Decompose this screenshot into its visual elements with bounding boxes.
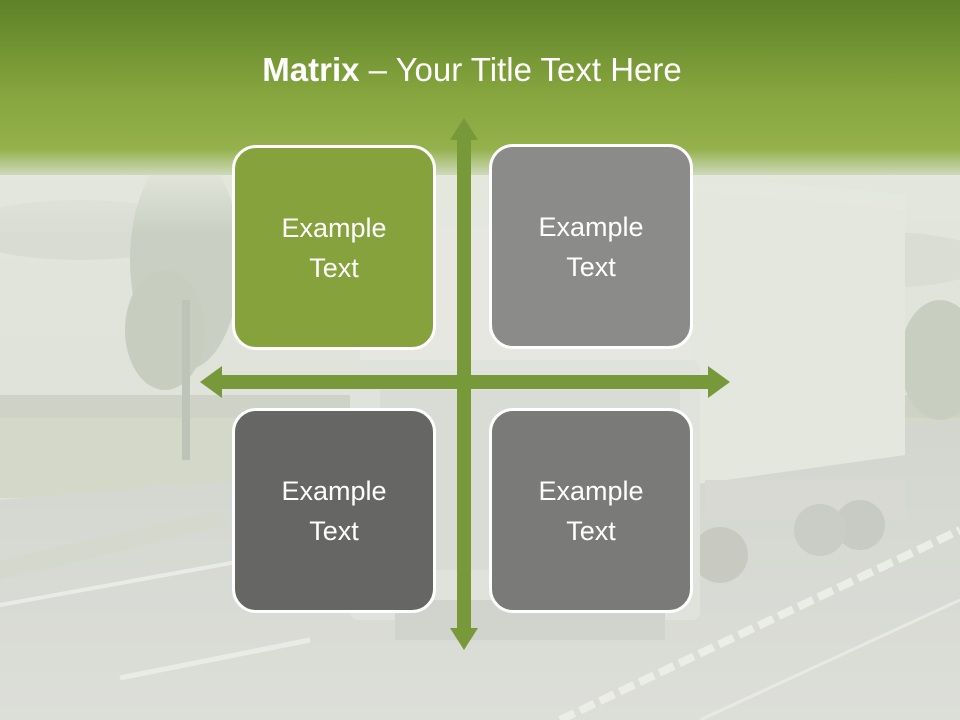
matrix-cell-text: Example Text bbox=[281, 475, 387, 546]
slide-title: Matrix – Your Title Text Here bbox=[0, 50, 944, 90]
slide-title-bold: Matrix bbox=[262, 51, 360, 88]
arrow-left-icon bbox=[200, 366, 222, 398]
matrix-cell-top-right: Example Text bbox=[489, 144, 693, 349]
slide-title-rest: – Your Title Text Here bbox=[359, 51, 682, 88]
arrow-down-icon bbox=[450, 628, 478, 650]
arrow-up-icon bbox=[450, 118, 478, 140]
matrix-cell-top-left: Example Text bbox=[232, 145, 436, 350]
matrix-cell-text: Example Text bbox=[538, 211, 644, 282]
matrix-cell-bottom-left: Example Text bbox=[232, 408, 436, 613]
matrix-cell-text: Example Text bbox=[281, 212, 387, 283]
matrix-cell-text: Example Text bbox=[538, 475, 644, 546]
matrix-cell-bottom-right: Example Text bbox=[489, 408, 693, 613]
horizontal-axis bbox=[218, 375, 712, 389]
arrow-right-icon bbox=[708, 366, 730, 398]
